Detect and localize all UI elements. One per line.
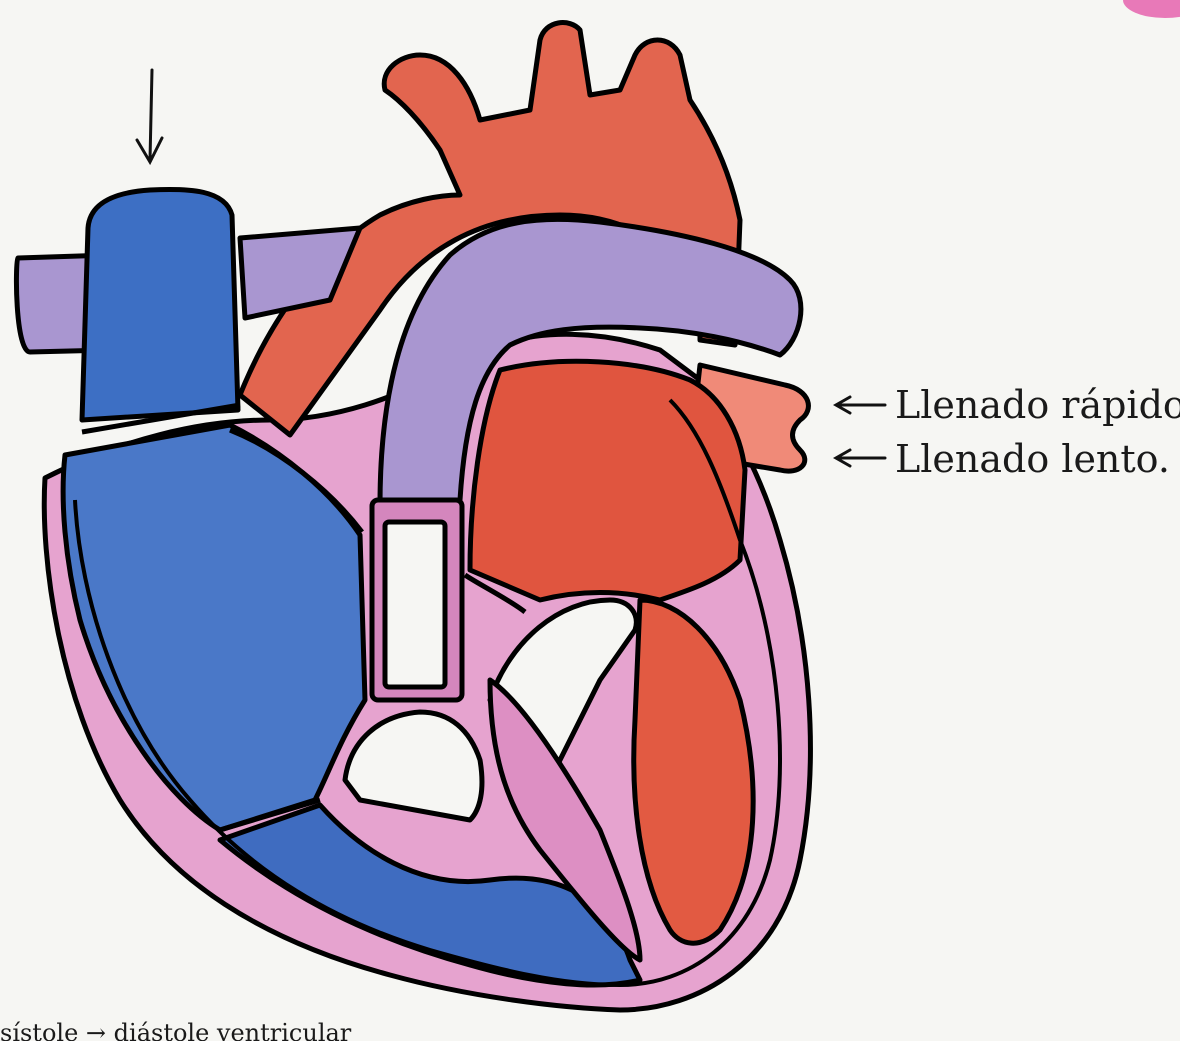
label-slow-fill: Llenado lento. — [895, 437, 1170, 481]
pink-marker-blob — [1123, 0, 1180, 18]
arrow-left-icon-slow — [836, 450, 885, 466]
superior-vena-cava — [82, 189, 238, 420]
label-fast-fill: Llenado rápido — [895, 383, 1180, 427]
bottom-caption: sístole → diástole ventricular — [0, 1019, 352, 1041]
arrow-down-icon — [137, 70, 162, 162]
arrow-left-icon-fast — [836, 397, 885, 413]
left-atrium — [470, 361, 745, 600]
aortic-valve-inner — [385, 522, 445, 687]
